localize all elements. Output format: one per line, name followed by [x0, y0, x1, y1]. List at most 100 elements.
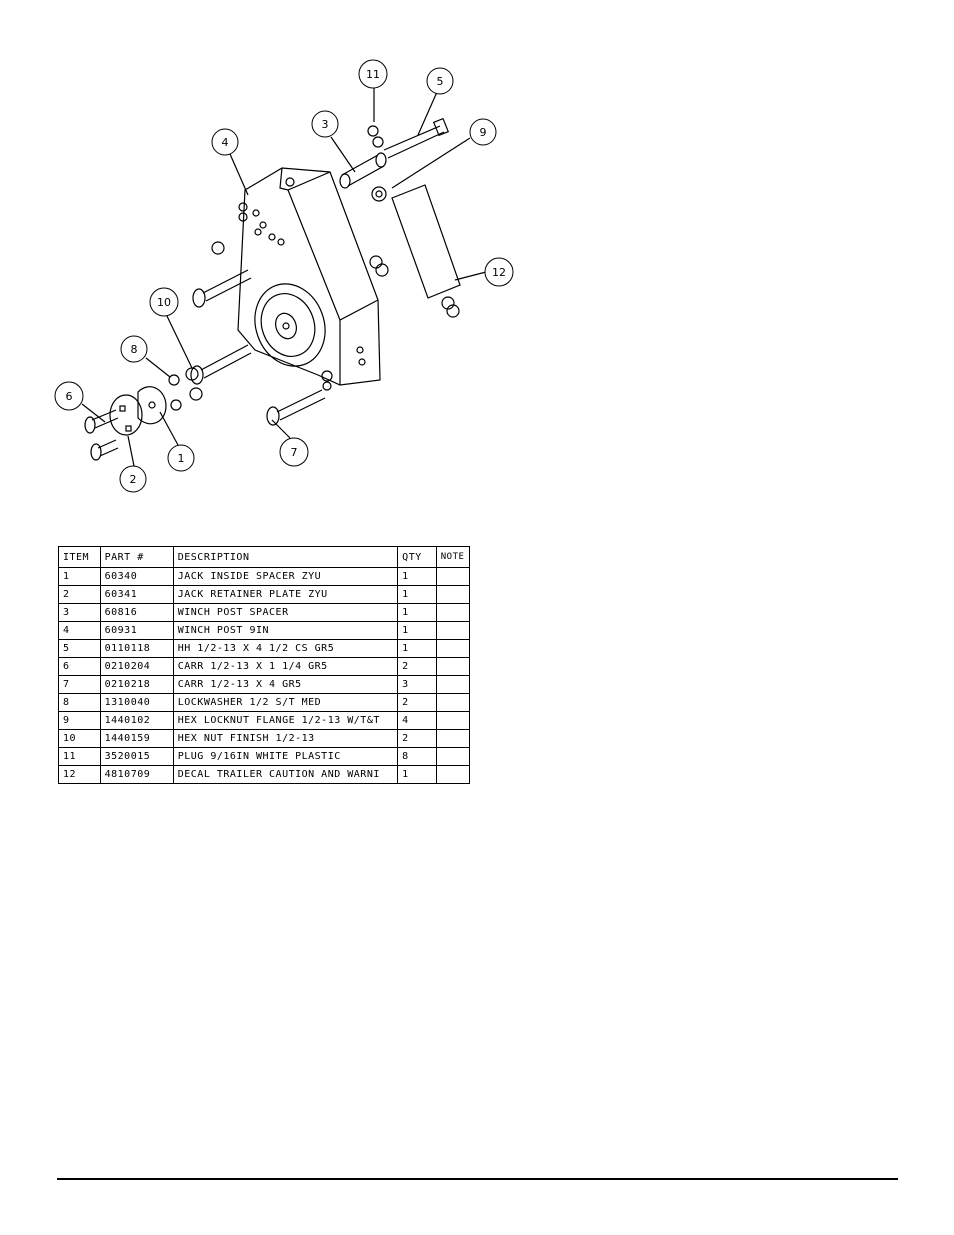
carriage-bolt: [202, 269, 252, 302]
plate-hole: [238, 202, 248, 212]
cell-part: 0210218: [99, 675, 174, 694]
svg-text:6: 6: [66, 390, 73, 403]
cell-note: [435, 693, 471, 712]
cell-qty: 1: [397, 765, 437, 784]
cell-note: [435, 567, 471, 586]
svg-text:3: 3: [322, 118, 329, 131]
plate-hole: [321, 370, 333, 382]
locknut-hole: [375, 190, 383, 198]
exploded-parts-diagram: 11 5 9 3 4 12 10 8 6 1 2 7: [54, 59, 514, 493]
plate-slot: [119, 405, 126, 412]
cell-note: [435, 675, 471, 694]
callout-10: 10: [149, 287, 179, 317]
cell-part: 1440159: [99, 729, 174, 748]
leader-line: [330, 136, 356, 173]
cell-note: [435, 621, 471, 640]
nut: [369, 255, 383, 269]
lockwasher: [170, 399, 182, 411]
cell-item: 1: [58, 567, 101, 586]
cell-description: CARR 1/2-13 X 1 1/4 GR5: [172, 657, 399, 676]
cell-qty: 3: [397, 675, 437, 694]
callout-balloons: 11 5 9 3 4 12 10 8 6 1 2 7: [54, 59, 514, 493]
svg-text:12: 12: [492, 266, 506, 279]
decal: [391, 184, 461, 299]
carriage-head: [90, 443, 102, 461]
spacer-end: [339, 173, 351, 189]
svg-text:1: 1: [178, 452, 185, 465]
cell-description: PLUG 9/16IN WHITE PLASTIC: [172, 747, 399, 766]
cell-description: WINCH POST 9IN: [172, 621, 399, 640]
leader-line: [454, 271, 487, 281]
plate-hole: [268, 233, 276, 241]
cell-qty: 1: [397, 603, 437, 622]
locknut: [371, 186, 387, 202]
cell-part: 1440102: [99, 711, 174, 730]
cell-description: HEX LOCKNUT FLANGE 1/2-13 W/T&T: [172, 711, 399, 730]
inside-spacer: [137, 386, 167, 425]
leader-line: [127, 435, 135, 467]
carriage-head: [266, 406, 280, 426]
cell-part: 0110118: [99, 639, 174, 658]
nut: [375, 263, 389, 277]
cell-qty: 2: [397, 729, 437, 748]
svg-text:10: 10: [157, 296, 171, 309]
cell-qty: 2: [397, 657, 437, 676]
cell-item: 8: [58, 693, 101, 712]
cell-item: 7: [58, 675, 101, 694]
leader-line: [81, 403, 106, 423]
carriage-bolt: [276, 389, 326, 421]
hex-bolt: [383, 125, 445, 159]
cell-qty: 1: [397, 621, 437, 640]
callout-9: 9: [469, 118, 497, 146]
retainer-plate: [109, 394, 143, 436]
plate-hole: [277, 238, 285, 246]
cell-note: [435, 711, 471, 730]
plate-hole: [356, 346, 364, 354]
hub-mid: [260, 293, 316, 357]
plate-hole: [322, 381, 332, 391]
svg-text:11: 11: [366, 68, 380, 81]
callout-6: 6: [54, 381, 84, 411]
cell-qty: 4: [397, 711, 437, 730]
lockwasher: [168, 374, 180, 386]
cell-note: [435, 657, 471, 676]
winch-post-spacer: [341, 154, 385, 187]
cell-item: 9: [58, 711, 101, 730]
plug: [372, 136, 384, 148]
callout-7: 7: [279, 437, 309, 467]
cell-part: 60340: [99, 567, 174, 586]
callout-5: 5: [426, 67, 454, 95]
cell-note: [435, 639, 471, 658]
leader-line: [159, 411, 179, 446]
hex-nut: [189, 387, 203, 401]
footer-divider: [57, 1178, 898, 1180]
nut: [446, 304, 460, 318]
svg-text:9: 9: [480, 126, 487, 139]
callout-4: 4: [211, 128, 239, 156]
cell-item: 12: [58, 765, 101, 784]
cell-note: [435, 729, 471, 748]
diagram-geometry: [81, 88, 487, 467]
cell-description: HEX NUT FINISH 1/2-13: [172, 729, 399, 748]
cell-part: 60816: [99, 603, 174, 622]
callout-11: 11: [358, 59, 388, 89]
cell-part: 60931: [99, 621, 174, 640]
cell-description: JACK RETAINER PLATE ZYU: [172, 585, 399, 604]
cell-note: [435, 747, 471, 766]
cell-description: LOCKWASHER 1/2 S/T MED: [172, 693, 399, 712]
cell-note: [435, 603, 471, 622]
plug: [367, 125, 379, 137]
leader-line: [165, 313, 193, 369]
leader-line: [417, 91, 438, 136]
plate-hole: [254, 228, 262, 236]
callout-12: 12: [484, 257, 514, 287]
carriage-head: [190, 365, 204, 385]
cell-qty: 2: [397, 693, 437, 712]
